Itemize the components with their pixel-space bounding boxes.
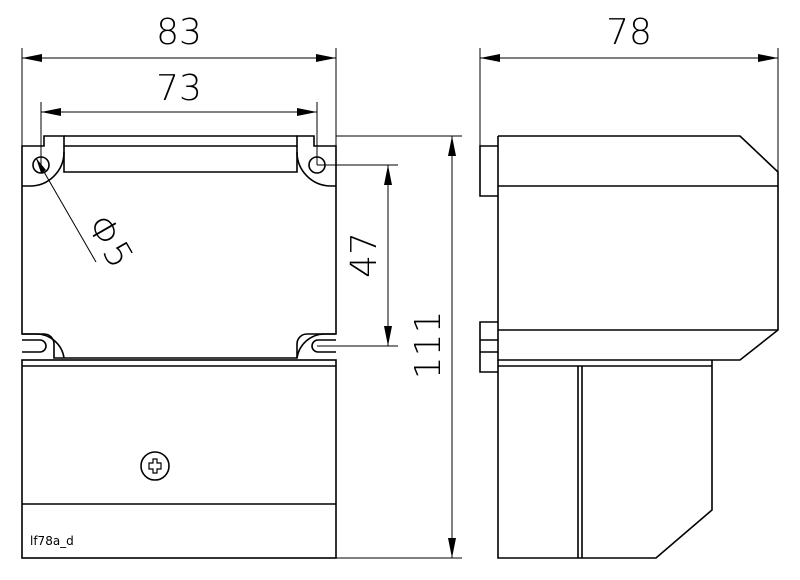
right-lower-lug-curve	[296, 333, 336, 359]
side-cover-step	[577, 366, 583, 558]
drawing-code-label: lf78a_d	[30, 534, 74, 548]
right-lower-slot	[311, 339, 336, 353]
front-view: lf78a_d	[21, 135, 337, 559]
front-lower-cover	[21, 359, 337, 559]
dimension-hole-diameter-label: Φ5	[78, 208, 140, 275]
side-lower-tab	[479, 321, 498, 373]
left-lower-lug-curve	[22, 333, 65, 359]
side-upper-body-outline	[497, 135, 779, 361]
dimension-hole-spacing-horizontal: 73	[40, 68, 318, 165]
side-view	[479, 135, 779, 559]
dimension-hole-spacing-vertical-label: 47	[344, 232, 385, 278]
dimension-hole-spacing-horizontal-label: 73	[156, 68, 202, 109]
dimension-hole-spacing-vertical: 47	[317, 164, 398, 347]
dimension-depth-total-label: 78	[606, 12, 652, 53]
cover-screw-icon	[140, 451, 170, 481]
front-top-recess	[63, 135, 298, 173]
left-lower-slot	[22, 339, 47, 353]
right-upper-lug-curve	[296, 151, 336, 187]
dimension-hole-diameter: Φ5	[35, 157, 141, 275]
side-upper-tab	[479, 145, 498, 197]
side-lower-cover-outline	[497, 360, 713, 559]
dimension-width-total-label: 83	[156, 12, 202, 53]
dimension-height-total-label: 111	[408, 311, 449, 380]
left-upper-lug-curve	[22, 151, 65, 187]
dimension-width-total: 83	[21, 12, 337, 146]
front-upper-housing-outline	[21, 135, 337, 359]
dimension-height-total: 111	[336, 135, 462, 559]
dimension-depth-total: 78	[479, 12, 779, 172]
